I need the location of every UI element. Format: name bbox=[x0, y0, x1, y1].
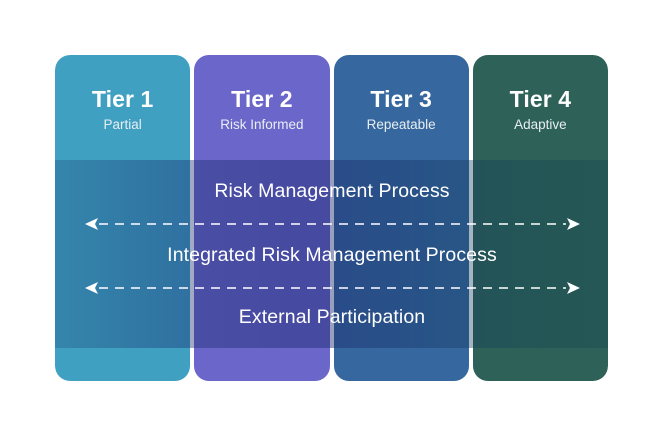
arrow-left-head-icon bbox=[85, 282, 98, 294]
band-label-integrated-risk-management-process: Integrated Risk Management Process bbox=[167, 244, 497, 266]
tier-2-title: Tier 2 bbox=[231, 86, 293, 112]
arrow-left-head-icon bbox=[85, 218, 98, 230]
tier-3-descriptor: Repeatable bbox=[366, 117, 436, 132]
tier-column-4[interactable]: Tier 4 Adaptive bbox=[472, 55, 608, 381]
tier-column-2[interactable]: Tier 2 Risk Informed bbox=[194, 55, 330, 381]
tier-column-1[interactable]: Tier 1 Partial bbox=[55, 55, 191, 381]
tier-2-heading: Tier 2 Risk Informed bbox=[194, 85, 329, 133]
tier-4-heading: Tier 4 Adaptive bbox=[473, 85, 608, 133]
arrow-risk-management-process-range bbox=[85, 217, 580, 231]
tier-1-title: Tier 1 bbox=[91, 86, 154, 112]
tier-3-heading: Tier 3 Repeatable bbox=[334, 85, 469, 133]
arrow-right-head-icon bbox=[567, 218, 580, 230]
tier-4-descriptor: Adaptive bbox=[514, 117, 567, 132]
tier-card: Tier 1 Partial Tier 2 Risk Informed Tier… bbox=[55, 55, 608, 381]
tier-4-title: Tier 4 bbox=[509, 86, 572, 112]
band-label-risk-management-process: Risk Management Process bbox=[214, 180, 450, 202]
band-label-external-participation: External Participation bbox=[238, 306, 426, 328]
tier-2-descriptor: Risk Informed bbox=[220, 117, 304, 132]
tier-1-heading: Tier 1 Partial bbox=[55, 85, 190, 133]
tier-3-title: Tier 3 bbox=[370, 86, 432, 112]
arrow-integrated-risk-management-process-range bbox=[85, 281, 580, 295]
tier-column-3[interactable]: Tier 3 Repeatable bbox=[333, 55, 469, 381]
arrow-right-head-icon bbox=[567, 282, 580, 294]
tier-1-descriptor: Partial bbox=[103, 117, 142, 132]
